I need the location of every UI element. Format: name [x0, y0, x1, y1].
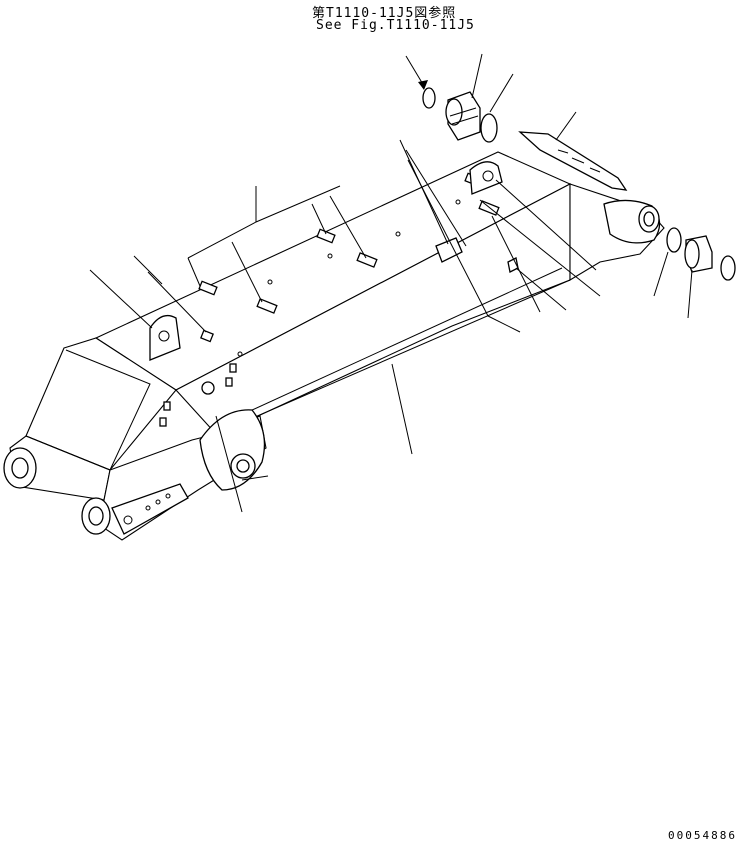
boom-structure [3, 151, 665, 541]
upper-boss-right [469, 161, 503, 195]
seal-ring-foot-1 [422, 87, 436, 109]
drawing-number: 00054886 [668, 829, 737, 842]
arm-pin-bushing-group [653, 227, 736, 319]
reference-label-english: See Fig.T1110-11J5 [316, 18, 475, 33]
seal-ring-right [720, 255, 736, 281]
seal-ring-left [666, 227, 682, 253]
foot-pin-bushing-group [422, 53, 514, 143]
reference-label-japanese: 第T1110-11J5図参照 [312, 6, 457, 21]
reference-arrow [405, 55, 428, 90]
seal-ring-foot-2 [480, 113, 498, 143]
upper-boss-left [149, 314, 181, 361]
leader-lines [89, 139, 601, 513]
bracket-plate [518, 111, 628, 191]
